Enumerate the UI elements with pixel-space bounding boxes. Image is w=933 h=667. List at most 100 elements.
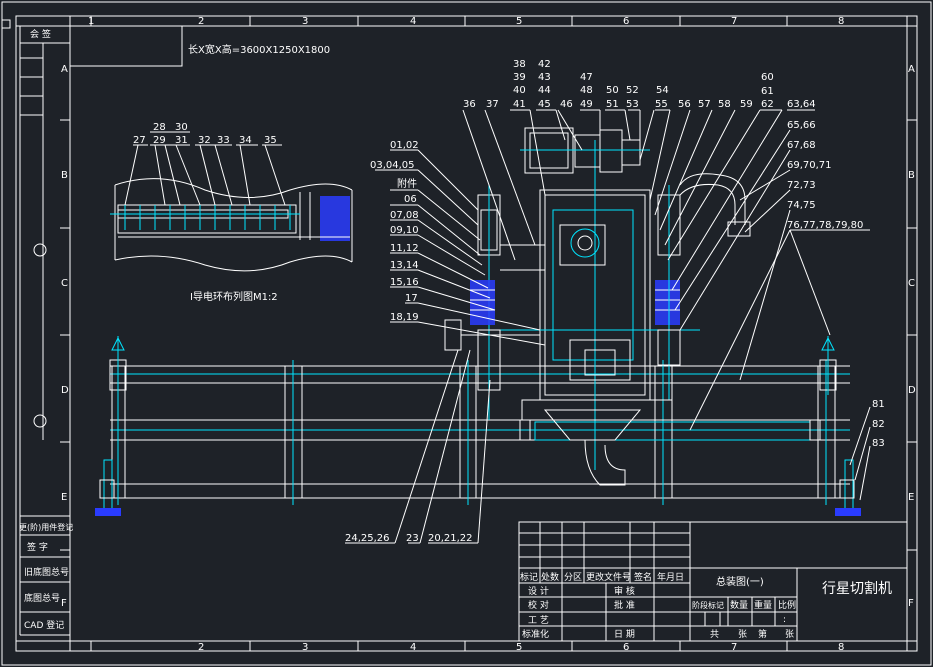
col-label-4-bottom: 4 bbox=[410, 642, 416, 653]
part-label-13-14: 13,14 bbox=[390, 260, 419, 271]
row-label-a-left: A bbox=[61, 64, 68, 75]
part-label-83: 83 bbox=[872, 438, 885, 449]
part-label-55: 55 bbox=[655, 99, 668, 110]
title-row-approve: 批 准 bbox=[614, 599, 635, 611]
part-label-20-21-22: 20,21,22 bbox=[428, 533, 473, 544]
part-label-44: 44 bbox=[538, 85, 551, 96]
detail-label-30: 30 bbox=[175, 122, 188, 133]
title-row-standardize: 标准化 bbox=[522, 628, 549, 640]
title-row-check: 校 对 bbox=[528, 599, 549, 611]
detail-label-35: 35 bbox=[264, 135, 277, 146]
part-label-42: 42 bbox=[538, 59, 551, 70]
col-label-3-top: 3 bbox=[302, 16, 308, 27]
col-label-6-top: 6 bbox=[623, 16, 629, 27]
title-header-change-doc: 更改文件号 bbox=[586, 571, 631, 583]
row-label-e-right: E bbox=[908, 492, 914, 503]
row-label-e-left: E bbox=[61, 492, 67, 503]
part-label-69-70-71: 69,70,71 bbox=[787, 160, 832, 171]
part-label-46: 46 bbox=[560, 99, 573, 110]
part-label-49: 49 bbox=[580, 99, 593, 110]
row-label-d-right: D bbox=[908, 385, 916, 396]
part-label-54: 54 bbox=[656, 85, 669, 96]
detail-label-31: 31 bbox=[175, 135, 188, 146]
col-label-4-top: 4 bbox=[410, 16, 416, 27]
part-label-15-16: 15,16 bbox=[390, 277, 419, 288]
part-label-51: 51 bbox=[606, 99, 619, 110]
title-row-process: 工 艺 bbox=[528, 615, 549, 626]
col-label-5-top: 5 bbox=[516, 16, 522, 27]
title-row-design: 设 计 bbox=[528, 585, 549, 597]
part-label-06: 06 bbox=[404, 194, 417, 205]
col-label-3-bottom: 3 bbox=[302, 642, 308, 653]
inner-border bbox=[69, 15, 918, 652]
left-strip-top-label: 会 签 bbox=[30, 28, 51, 40]
part-label-01-02: 01,02 bbox=[390, 140, 419, 151]
title-block bbox=[518, 521, 908, 642]
part-label-11-12: 11,12 bbox=[390, 243, 419, 254]
part-label-48: 48 bbox=[580, 85, 593, 96]
overall-dimensions: 长X宽X高=3600X1250X1800 bbox=[188, 43, 330, 56]
column-ticks bbox=[90, 16, 788, 651]
col-label-2-bottom: 2 bbox=[198, 642, 204, 653]
part-label-40: 40 bbox=[513, 85, 526, 96]
left-strip-item-3: 旧底图总号 bbox=[24, 566, 69, 578]
part-label-38: 38 bbox=[513, 59, 526, 70]
title-row-date: 日 期 bbox=[614, 629, 635, 640]
part-label-65-66: 65,66 bbox=[787, 120, 816, 131]
part-label-39: 39 bbox=[513, 72, 526, 83]
sheet-number-unit: 张 bbox=[785, 629, 794, 640]
part-label-18-19: 18,19 bbox=[390, 312, 419, 323]
title-header-count: 处数 bbox=[541, 571, 559, 583]
title-row-review: 审 核 bbox=[614, 585, 635, 597]
sheet-total-label: 共 bbox=[710, 629, 719, 640]
part-label-67-68: 67,68 bbox=[787, 140, 816, 151]
col-label-7-bottom: 7 bbox=[731, 642, 737, 653]
view-name: 总装图(一) bbox=[716, 575, 764, 588]
row-label-a-right: A bbox=[908, 64, 915, 75]
detail-label-29: 29 bbox=[153, 135, 166, 146]
detail-label-33: 33 bbox=[217, 135, 230, 146]
row-label-c-right: C bbox=[908, 278, 915, 289]
part-label-36: 36 bbox=[463, 99, 476, 110]
title-header-mark: 标记 bbox=[520, 571, 538, 583]
part-label-57: 57 bbox=[698, 99, 711, 110]
title-header-zone: 分区 bbox=[564, 572, 582, 583]
detail-label-28: 28 bbox=[153, 122, 166, 133]
part-label-45: 45 bbox=[538, 99, 551, 110]
drawing-border bbox=[15, 15, 918, 652]
leader-lines bbox=[345, 109, 871, 544]
binding-hole-lower bbox=[33, 414, 47, 428]
stage-quantity-label: 数量 bbox=[730, 599, 748, 611]
part-label-53: 53 bbox=[626, 99, 639, 110]
sheet-total-unit: 张 bbox=[738, 629, 747, 640]
part-label-52: 52 bbox=[626, 85, 639, 96]
row-label-b-right: B bbox=[908, 170, 915, 181]
col-label-8-top: 8 bbox=[838, 16, 844, 27]
sheet-number-label: 第 bbox=[758, 628, 767, 640]
ratio-value: : bbox=[783, 615, 786, 625]
left-strip-item-5: CAD 登记 bbox=[24, 620, 64, 631]
part-label-43: 43 bbox=[538, 72, 551, 83]
row-label-d-left: D bbox=[61, 385, 69, 396]
stage-weight-label: 重量 bbox=[754, 599, 772, 611]
part-label-81: 81 bbox=[872, 399, 885, 410]
left-strip-item-1: 更(阶)用件登记 bbox=[19, 522, 73, 532]
row-label-c-left: C bbox=[61, 278, 68, 289]
part-label-50: 50 bbox=[606, 85, 619, 96]
drawing-name: 行星切割机 bbox=[822, 580, 892, 597]
dimension-box bbox=[69, 25, 183, 67]
part-label-72-73: 72,73 bbox=[787, 180, 816, 191]
part-label-03-04-05: 03,04,05 bbox=[370, 160, 415, 171]
part-label-attachment: 附件 bbox=[397, 177, 417, 190]
part-label-24-25-26: 24,25,26 bbox=[345, 533, 390, 544]
col-label-6-bottom: 6 bbox=[623, 642, 629, 653]
part-label-63-64: 63,64 bbox=[787, 99, 816, 110]
corner-marker bbox=[1, 19, 11, 29]
title-header-signature: 签名 bbox=[634, 571, 652, 583]
row-label-f-left: F bbox=[61, 598, 67, 609]
part-label-60: 60 bbox=[761, 72, 774, 83]
part-label-74-75: 74,75 bbox=[787, 200, 816, 211]
part-label-56: 56 bbox=[678, 99, 691, 110]
